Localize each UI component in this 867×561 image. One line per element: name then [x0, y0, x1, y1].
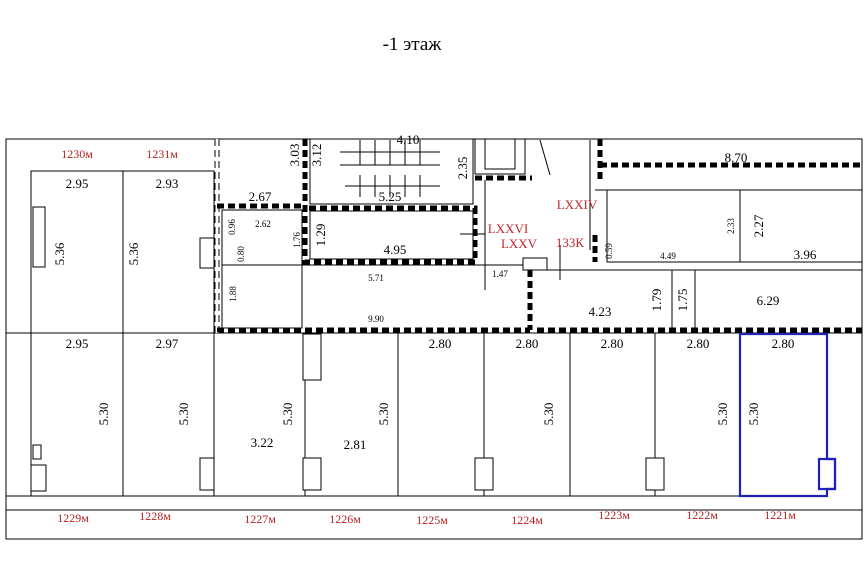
unit-label-1230: 1230м — [61, 147, 93, 161]
dim: 3.12 — [309, 144, 324, 167]
room-lxxvi[interactable] — [309, 210, 474, 260]
dim: 3.03 — [287, 144, 302, 167]
room-1221-selected[interactable] — [738, 332, 837, 498]
dim: 2.93 — [156, 176, 179, 191]
dim: 9.90 — [368, 314, 384, 324]
dim: 2.67 — [249, 189, 272, 204]
dim: 4.10 — [397, 132, 420, 147]
floor-title: -1 этаж — [383, 34, 443, 55]
room-code-133k: 133К — [556, 235, 585, 250]
dim: 2.95 — [66, 336, 89, 351]
dim: 0.96 — [227, 219, 237, 235]
dim: 3.22 — [251, 435, 274, 450]
room-code-lxxv: LXXV — [501, 236, 538, 251]
room-code-lxxiv: LXXIV — [557, 197, 598, 212]
dim: 1.29 — [313, 224, 328, 247]
dim: 1.75 — [675, 289, 690, 312]
dim: 0.80 — [236, 246, 246, 262]
unit-label-1231: 1231м — [146, 147, 178, 161]
dim: 1.79 — [649, 289, 664, 312]
unit-label-1224: 1224м — [511, 513, 543, 527]
dim: 4.95 — [384, 242, 407, 257]
room-code-lxxvi: LXXVI — [488, 221, 528, 236]
dim: 5.30 — [715, 403, 730, 426]
unit-label-1228: 1228м — [139, 509, 171, 523]
door — [30, 464, 47, 492]
dim: 5.30 — [376, 403, 391, 426]
dim: 2.35 — [455, 157, 470, 180]
door — [199, 237, 215, 269]
unit-label-1222: 1222м — [686, 508, 718, 522]
unit-label-1229: 1229м — [57, 511, 89, 525]
dim: 2.97 — [156, 336, 179, 351]
dim: 2.95 — [66, 176, 89, 191]
room-left-core[interactable] — [221, 209, 303, 329]
unit-label-1225: 1225м — [416, 513, 448, 527]
dim: 5.71 — [368, 273, 384, 283]
dim: 8.70 — [725, 150, 748, 165]
dim: 5.36 — [52, 242, 67, 265]
dim: 2.80 — [772, 336, 795, 351]
dim: 1.76 — [292, 232, 302, 248]
dim: 5.25 — [379, 189, 402, 204]
dim: 5.30 — [746, 403, 761, 426]
dim: 5.36 — [126, 242, 141, 265]
dim: 2.33 — [726, 218, 736, 234]
dim: 2.80 — [687, 336, 710, 351]
dim: 2.81 — [344, 437, 367, 452]
door — [32, 444, 42, 460]
door — [522, 257, 548, 271]
thick-walls — [214, 139, 862, 333]
dim: 4.49 — [660, 251, 676, 261]
door — [302, 333, 322, 381]
door — [474, 457, 494, 491]
unit-label-1226: 1226м — [329, 512, 361, 526]
dim: 5.30 — [176, 403, 191, 426]
dim: 5.30 — [96, 403, 111, 426]
dim: 5.30 — [541, 403, 556, 426]
dim: 2.27 — [751, 214, 766, 237]
room-lxxiv[interactable] — [606, 189, 863, 263]
dim: 1.47 — [492, 269, 508, 279]
dim: 6.29 — [757, 293, 780, 308]
unit-label-1227: 1227м — [244, 512, 276, 526]
dim: 2.80 — [601, 336, 624, 351]
unit-label-1221: 1221м — [764, 508, 796, 522]
door — [199, 457, 215, 491]
dim: 2.80 — [429, 336, 452, 351]
door — [645, 457, 665, 491]
dim: 5.30 — [280, 403, 295, 426]
door — [302, 457, 322, 491]
dim: 0.59 — [604, 243, 614, 259]
dim: 3.96 — [794, 247, 817, 262]
dim: 1.88 — [228, 286, 238, 302]
door — [32, 206, 46, 268]
dim: 2.80 — [516, 336, 539, 351]
dim: 4.23 — [589, 304, 612, 319]
dim: 2.62 — [255, 219, 271, 229]
stair-core — [309, 138, 526, 205]
unit-label-1223: 1223м — [598, 508, 630, 522]
